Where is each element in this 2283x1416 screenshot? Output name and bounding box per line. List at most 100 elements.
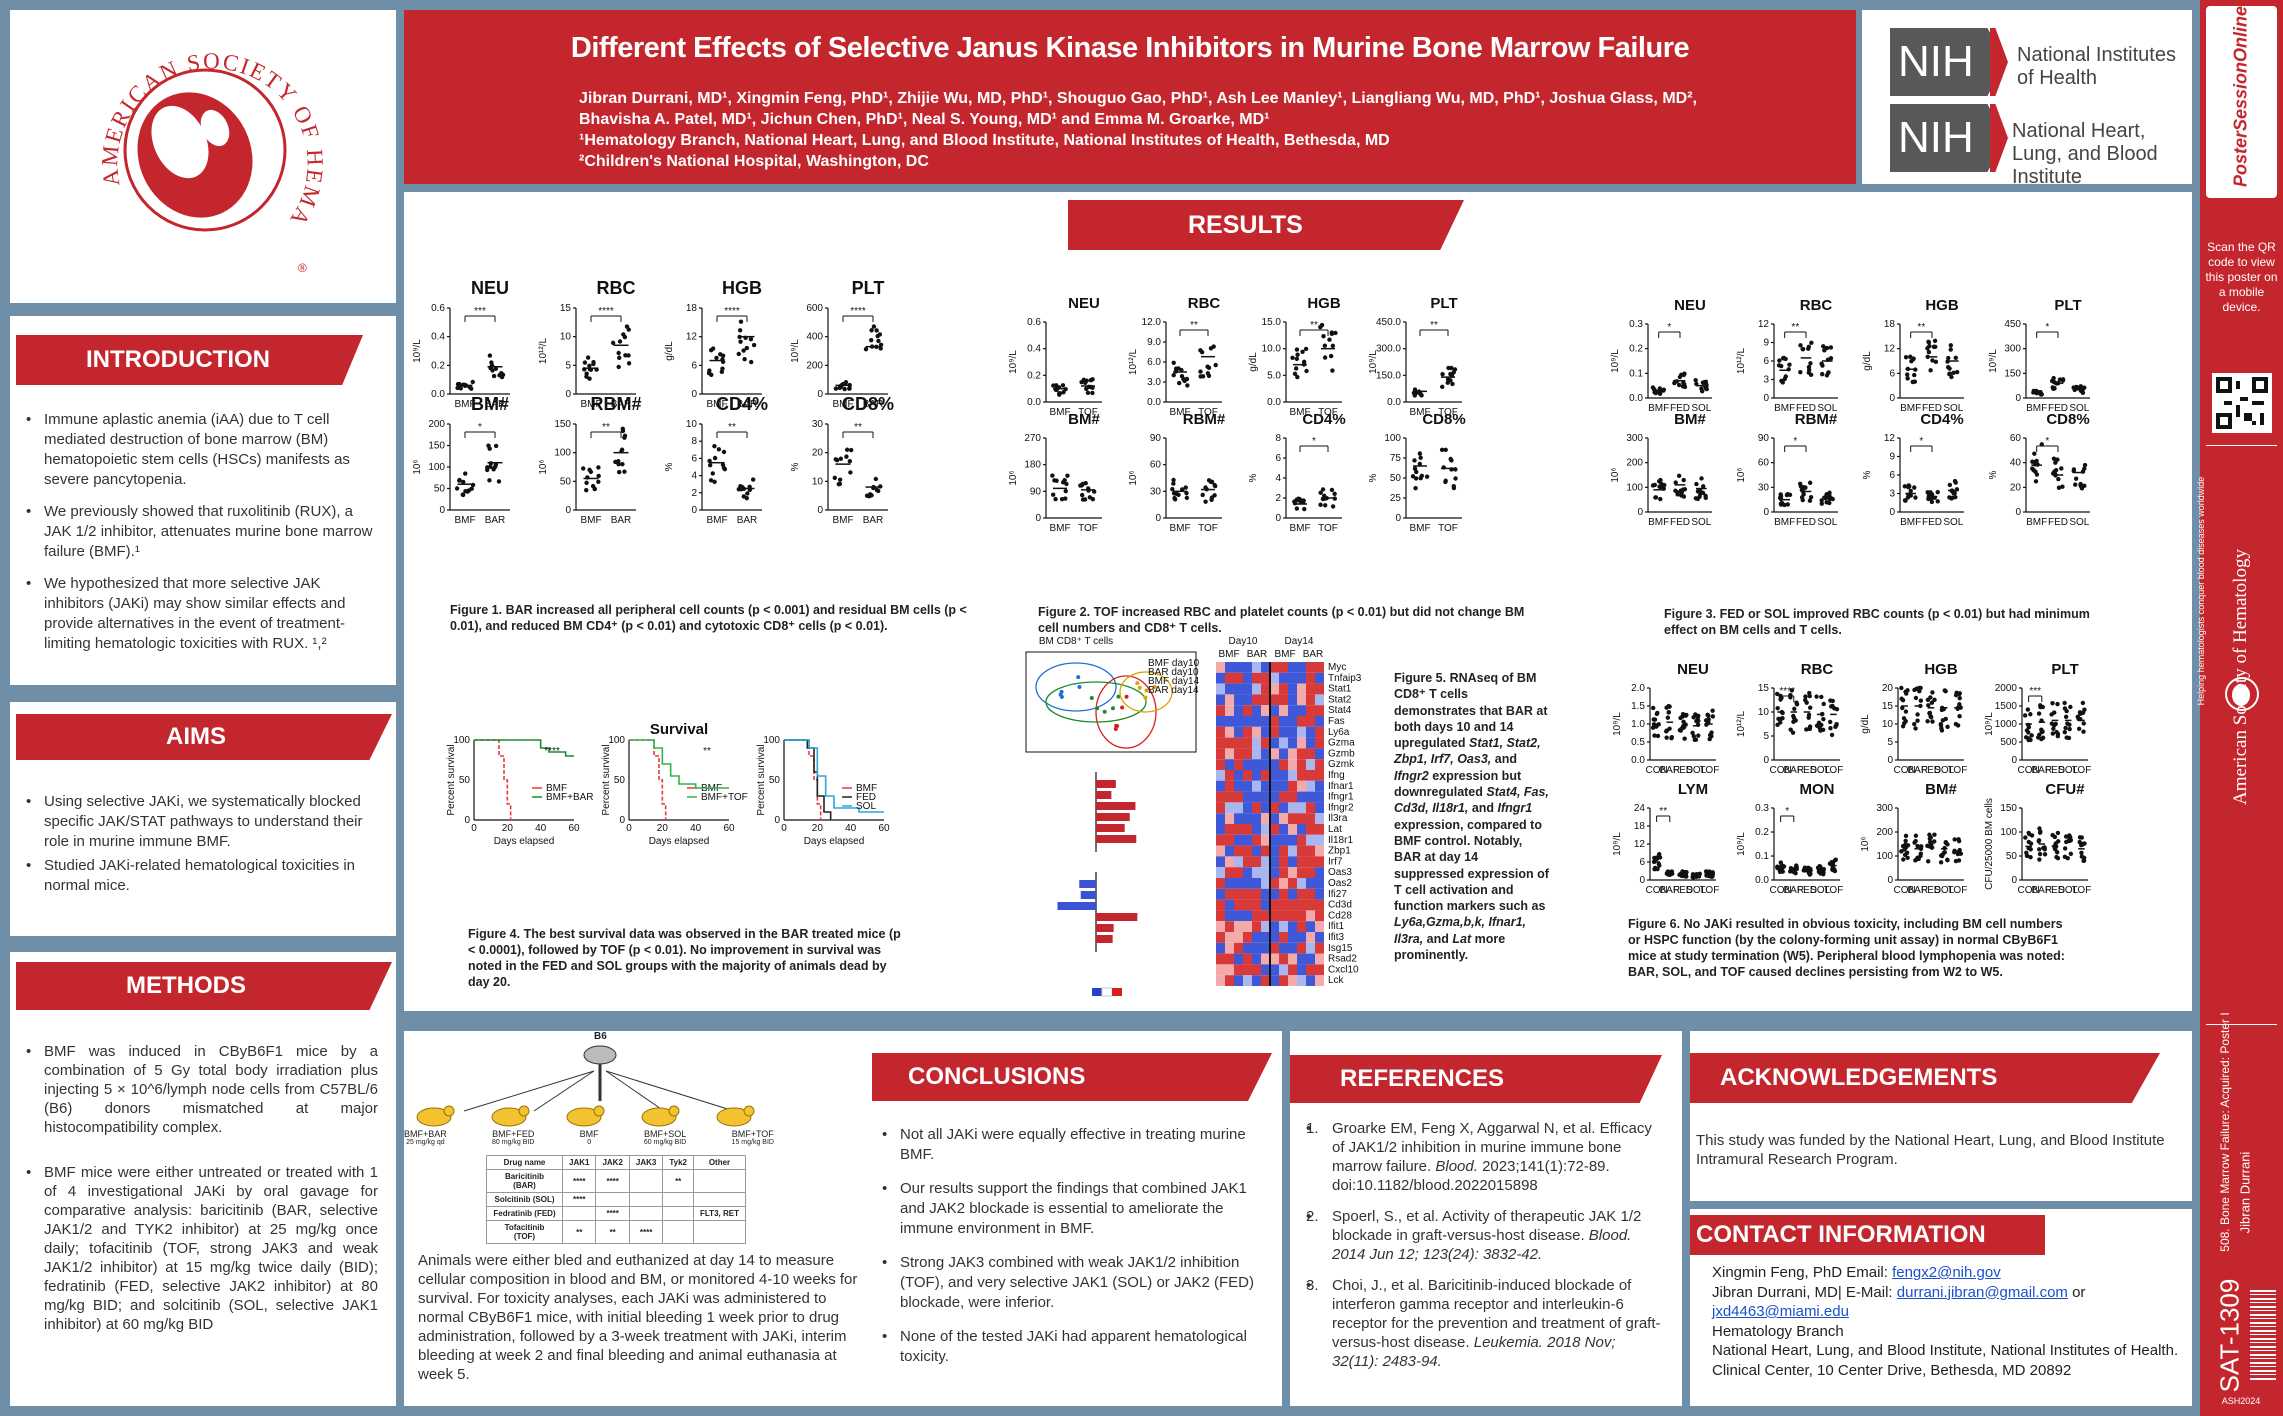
fig3-panel-title: PLT [2054, 297, 2081, 314]
contact-panel: CONTACT INFORMATION Xingmin Feng, PhD Em… [1690, 1209, 2192, 1406]
fig3-data-point [1798, 369, 1803, 375]
fig6-data-point [1790, 730, 1796, 735]
fig5-heatmap-cell [1288, 802, 1297, 814]
fig5-heatmap-cell [1306, 899, 1315, 911]
fig6-data-point [2053, 721, 2058, 727]
fig6-data-point [1832, 858, 1838, 863]
fig5-heatmap-cell [1225, 834, 1234, 846]
fig2-panel-title: BM# [1068, 411, 1100, 428]
fig6-data-point [1829, 732, 1835, 738]
fig3-y-tick-label: 0 [2015, 393, 2021, 404]
fig6-group-label: FED [1921, 765, 1941, 776]
fig5-heatmap-cell [1288, 683, 1297, 695]
fig6-data-point [2080, 842, 2086, 847]
fig5-gene-label: Gzma [1328, 738, 1355, 749]
fig6-y-tick-label: 0.5 [1631, 737, 1645, 748]
fig2-y-tick-label: 180 [1024, 460, 1041, 471]
fig5-heatmap-cell [1252, 780, 1261, 792]
fig3-data-point [1703, 386, 1709, 391]
reference-1: 1.Groarke EM, Feng X, Aggarwal N, et al.… [1306, 1119, 1666, 1195]
fig5-heatmap-cell [1216, 975, 1225, 986]
fig6-data-point [1901, 857, 1906, 862]
fig6-sig-label: ** [1659, 806, 1667, 817]
jak-table-cell [662, 1192, 694, 1207]
fig5-pathway-bar [1096, 813, 1130, 821]
fig3-data-point [1951, 370, 1956, 376]
fig5-heatmap-cell [1261, 824, 1270, 835]
methods-bullet-1: BMF was induced in CByB6F1 mice by a com… [26, 1042, 378, 1137]
fig5-heatmap-cell [1288, 975, 1297, 986]
fig1-panel-title: CD8% [842, 394, 894, 414]
fig5-gene-label: Ifngr2 [1328, 802, 1354, 813]
fig1-data-point [874, 487, 880, 493]
fig5-pathway-bar [1096, 802, 1136, 810]
fig2-data-point [1448, 378, 1453, 383]
fig6-y-tick-label: 500 [2000, 737, 2017, 748]
qr-code-icon[interactable] [2212, 373, 2272, 433]
fig3-group-label: SOL [2069, 403, 2089, 414]
fig2-y-tick-label: 0.0 [1387, 397, 1401, 408]
email-link-feng[interactable]: fengx2@nih.gov [1892, 1264, 2001, 1281]
fig3-group-label: FED [1922, 403, 1942, 414]
fig6-data-point [2050, 700, 2055, 706]
fig4-y-tick-label: 0 [619, 815, 625, 826]
aims-panel: AIMS Using selective JAKi, we systematic… [10, 702, 396, 936]
fig2-data-point [1318, 502, 1323, 507]
fig5-pca-legend: BAR day14 [1148, 685, 1199, 696]
fig3-data-point [2034, 458, 2039, 464]
fig5-heatmap-cell [1315, 737, 1324, 749]
jak-table-row: Tofacitinib (TOF)******** [486, 1220, 746, 1244]
fig5-heatmap-cell [1315, 856, 1324, 868]
fig2-data-point [1062, 477, 1067, 483]
fig5-scale-low [1092, 988, 1102, 996]
fig1-data-point [469, 486, 474, 491]
jak-table-header: JAK2 [595, 1155, 630, 1170]
fig5-heatmap-cell [1288, 910, 1297, 922]
mouse-icon [416, 1107, 452, 1127]
fig3-data-point [1681, 494, 1687, 499]
fig5-heatmap-cell [1315, 953, 1324, 965]
fig5-heatmap-cell [1243, 921, 1252, 932]
email-link-durrani[interactable]: durrani.jibran@gmail.com [1896, 1283, 2068, 1301]
fig1-y-tick-label: 18 [686, 303, 698, 314]
fig5-heatmap-cell [1216, 694, 1225, 706]
fig3-sig-label: ** [1791, 322, 1799, 333]
fig2-group-label: BMF [1409, 407, 1430, 418]
fig6-data-point [2039, 727, 2044, 732]
fig5-heatmap-cell [1216, 759, 1225, 770]
fig5-heatmap-cell [1225, 802, 1234, 814]
fig5-heatmap-cell [1270, 888, 1279, 900]
jak-table-cell: **** [595, 1169, 630, 1193]
jak-table-cell: ** [595, 1220, 630, 1244]
fig2-data-point [1417, 451, 1423, 456]
fig5-heatmap-cell [1315, 672, 1324, 684]
fig3-y-tick-label: 0 [1637, 507, 1643, 518]
fig6-data-point [2064, 708, 2069, 714]
fig1-data-point [844, 454, 849, 459]
fig5-heatmap-cell [1306, 802, 1315, 814]
fig6-data-point [2053, 847, 2058, 852]
email-link-miami[interactable]: jxd4463@miami.edu [1712, 1303, 1849, 1320]
fig6-y-tick-label: 5 [1763, 731, 1769, 742]
fig3-data-point [1701, 484, 1706, 489]
fig3-data-point [2051, 456, 2057, 461]
fig3-data-point [1784, 492, 1790, 498]
fig5-heatmap-cell [1261, 878, 1270, 889]
fig5-heatmap-cell [1216, 802, 1225, 814]
fig5-heatmap-cell [1252, 878, 1261, 889]
fig5-heatmap-cell [1279, 662, 1288, 673]
fig1-y-tick-label: 4 [691, 471, 697, 482]
fig2-data-point [1060, 383, 1066, 388]
jak-table-row: Solcitinib (SOL)**** [486, 1192, 746, 1207]
fig3-y-tick-label: 30 [1758, 482, 1770, 493]
fig2-data-point [1453, 476, 1458, 481]
fig2-panel-title: HGB [1307, 295, 1341, 312]
fig2-group-label: TOF [1198, 523, 1218, 534]
fig6-panel-title: LYM [1678, 781, 1708, 798]
fig3-data-point [1820, 371, 1825, 377]
fig5-heatmap-cell [1270, 932, 1279, 943]
